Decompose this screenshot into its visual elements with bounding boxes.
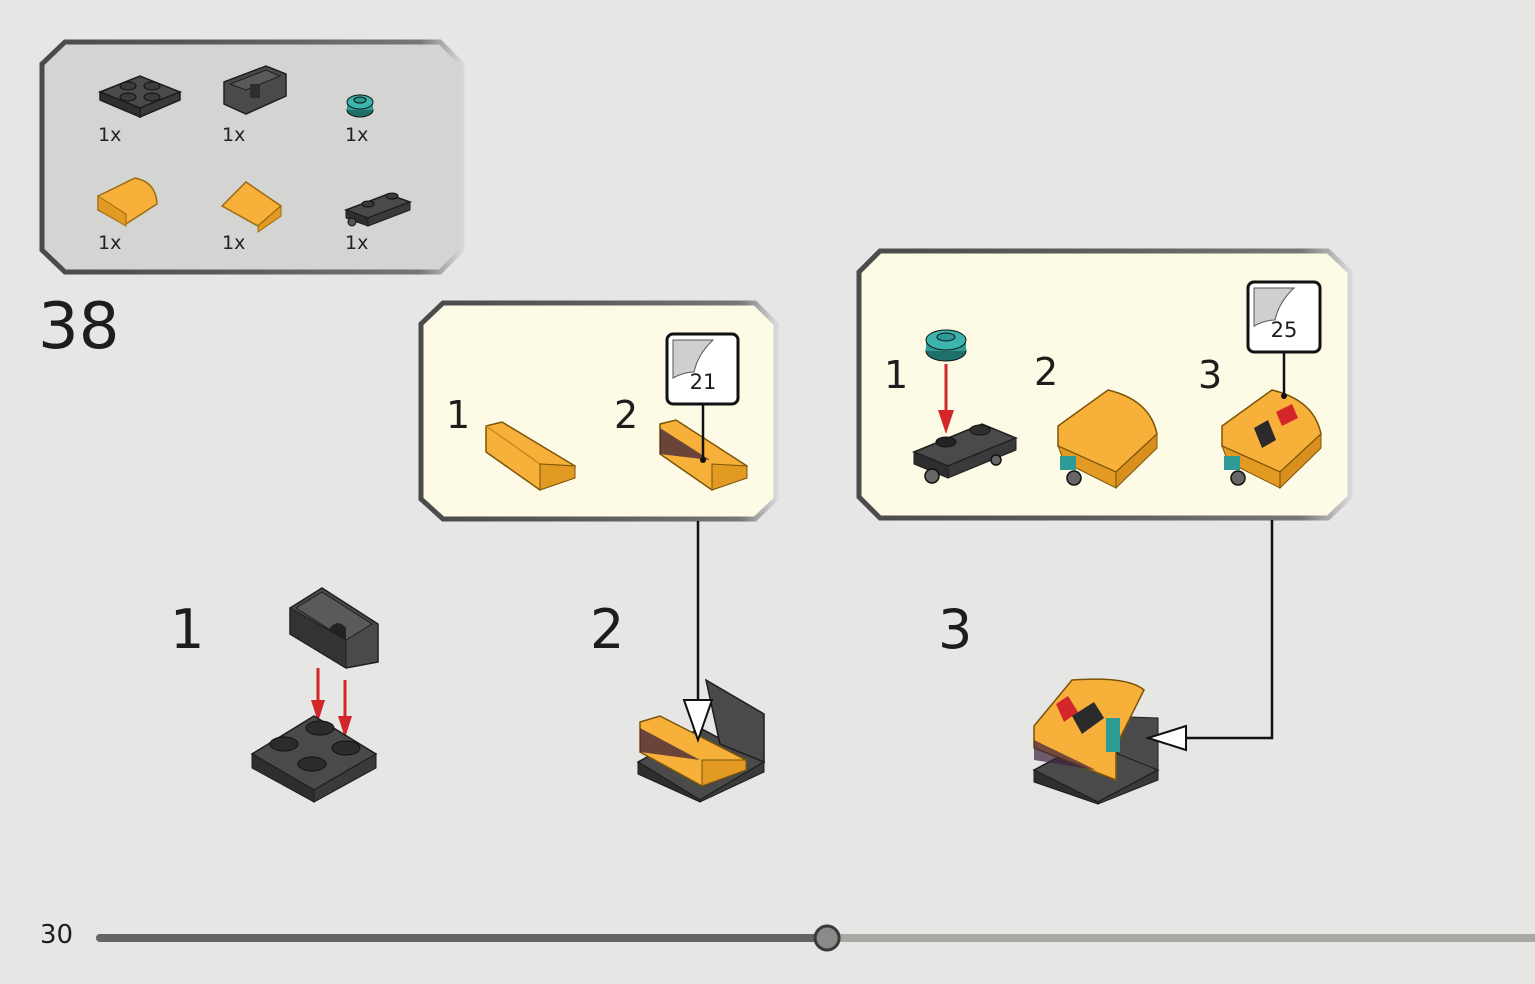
part-wheel-plate-icon: [343, 192, 413, 227]
sticker-number-25: 25: [1270, 318, 1298, 342]
part-bracket-icon: [223, 65, 287, 115]
progress-bar: [96, 924, 1535, 952]
part-qty: 1x: [98, 232, 122, 254]
main-step-2-model: [636, 678, 766, 803]
callout-b-stickered-slope: [1221, 389, 1322, 490]
callout-b-curved-slope: [1057, 389, 1158, 490]
callout-a-pointer-line: [682, 521, 714, 744]
main-step-1-red-arrows: [311, 668, 352, 738]
callout-b-substep-3: 3: [1198, 353, 1223, 397]
main-step-2-label: 2: [590, 598, 625, 661]
callout-a-substep-1: 1: [446, 393, 471, 437]
main-step-3-model: [1032, 678, 1160, 805]
part-qty: 1x: [345, 232, 369, 254]
callout-b-wheel-plate: [912, 423, 1018, 484]
callout-b-pointer-line: [1144, 520, 1274, 752]
page-number: 30: [40, 920, 74, 950]
sticker-icon-25: [1246, 280, 1322, 399]
callout-a-slope-1: [485, 421, 577, 491]
red-arrow-icon: [938, 364, 954, 434]
sticker-icon-21: [665, 332, 740, 463]
callout-b-round-plate: [925, 329, 967, 362]
callout-a-substep-2: 2: [614, 393, 639, 437]
step-number: 38: [38, 290, 120, 364]
part-round-plate-teal-icon: [346, 94, 374, 118]
main-step-3-label: 3: [938, 598, 973, 661]
part-qty: 1x: [345, 124, 369, 146]
main-step-1-bracket: [289, 587, 379, 669]
part-plate-2x2-icon: [97, 75, 183, 119]
progress-knob: [813, 924, 841, 952]
callout-b-substep-2: 2: [1034, 350, 1059, 394]
sticker-number-21: 21: [689, 370, 717, 394]
callout-b-substep-1: 1: [884, 353, 909, 397]
part-qty: 1x: [222, 124, 246, 146]
part-qty: 1x: [222, 232, 246, 254]
part-qty: 1x: [98, 124, 122, 146]
part-slope-icon: [220, 181, 283, 233]
part-curved-slope-icon: [97, 177, 158, 227]
main-step-1-label: 1: [170, 598, 205, 661]
main-step-1-plate: [250, 715, 378, 803]
